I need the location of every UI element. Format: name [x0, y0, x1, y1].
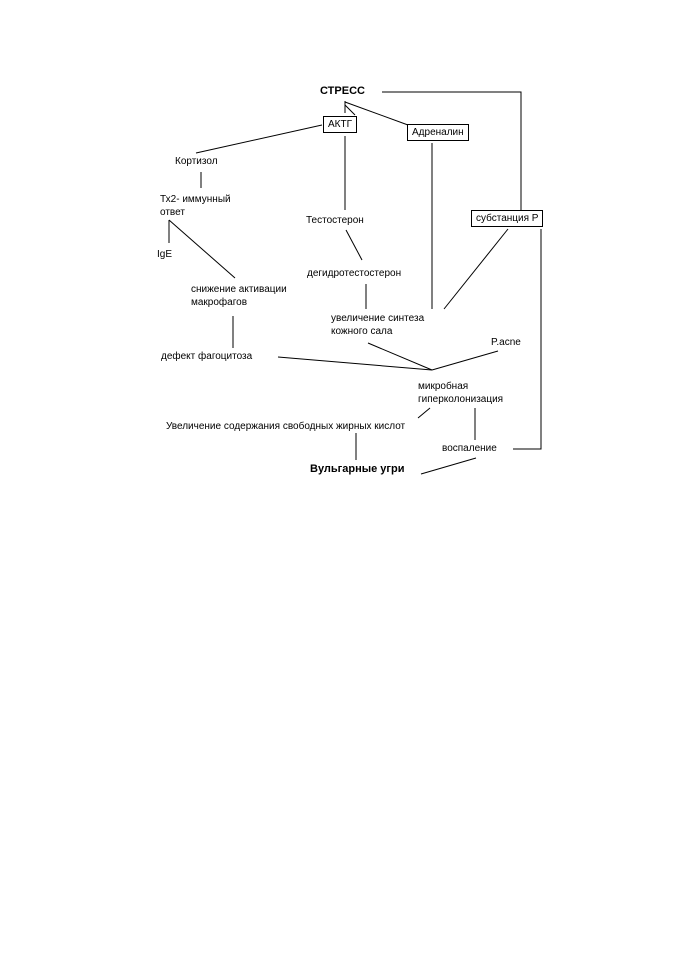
node-phagocytosis: дефект фагоцитоза [161, 351, 253, 362]
connector-stress-adrenaline [344, 101, 409, 126]
node-th2-line1: Тх2- иммунный [160, 194, 231, 205]
connector-stress-acth [344, 104, 356, 116]
connector-substance-p-sebum [443, 228, 509, 310]
node-macrophage-line1: снижение активации [191, 284, 287, 295]
connector-stress-substance-p [382, 91, 522, 210]
node-acne-vulgaris: Вульгарные угри [310, 463, 405, 475]
connector-th2-macrophage [168, 219, 236, 279]
node-sebum-line2: кожного сала [331, 326, 393, 337]
connector-pacne-microbial [431, 350, 499, 371]
node-substance-p: субстанция Р [471, 210, 544, 227]
node-macrophage-line2: макрофагов [191, 297, 248, 308]
node-th2: Тх2- иммунный ответ [160, 193, 231, 219]
node-acth: АКТГ [323, 116, 358, 133]
node-th2-line2: ответ [160, 207, 185, 218]
connector-substance-p-inflammation [513, 229, 542, 450]
node-inflammation: воспаление [442, 443, 497, 454]
node-ige: IgE [157, 249, 173, 260]
node-fatty-acids: Увеличение содержания свободных жирных к… [166, 421, 406, 432]
node-microbial-line2: гиперколонизация [418, 394, 504, 405]
node-microbial: микробная гиперколонизация [418, 380, 503, 406]
node-macrophage: снижение активации макрофагов [191, 283, 287, 309]
node-cortisol: Кортизол [175, 156, 218, 167]
node-sebum: увеличение синтеза кожного сала [331, 312, 424, 338]
connector-testosterone-dht [345, 229, 363, 261]
node-sebum-line1: увеличение синтеза [331, 313, 425, 324]
connector-inflammation-acne [420, 457, 477, 475]
node-testosterone: Тестостерон [306, 215, 364, 226]
connector-sebum-microbial [367, 342, 433, 371]
node-dht: дегидротестостерон [307, 268, 402, 279]
connector-phagocytosis-microbial [277, 356, 433, 371]
node-adrenaline: Адреналин [407, 124, 469, 141]
connector-microbial-fatty [417, 407, 431, 419]
node-p-acne: P.acne [491, 337, 521, 348]
connector-acth-cortisol [195, 124, 323, 154]
node-microbial-line1: микробная [418, 381, 469, 392]
node-stress: СТРЕСС [320, 85, 365, 97]
